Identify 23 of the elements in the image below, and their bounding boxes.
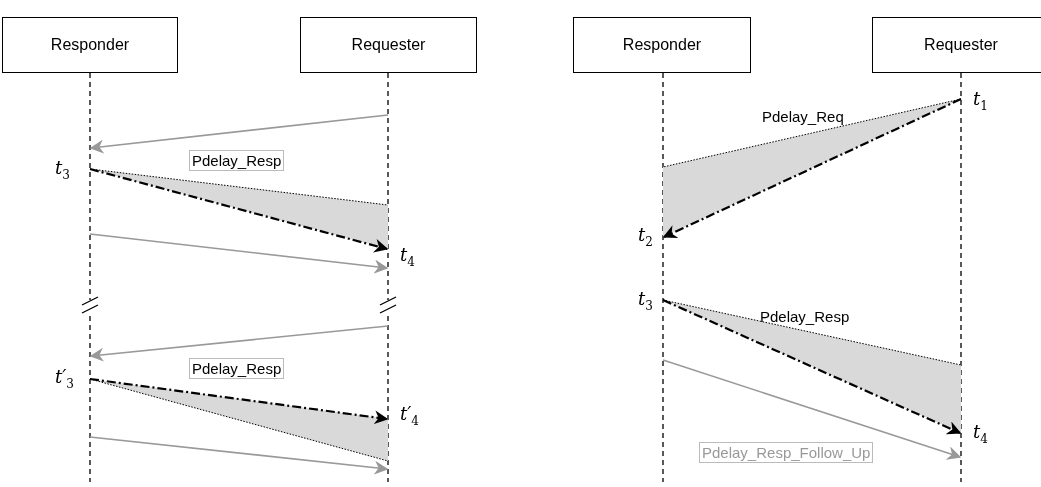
edge-label: Pdelay_Resp	[759, 307, 851, 326]
timestamp-label: t$_{1}$	[973, 88, 988, 113]
arrow	[89, 233, 389, 274]
timestamp-label: t′$_{3}$	[55, 366, 74, 391]
timestamp-label: t$_{3}$	[638, 288, 653, 313]
arrow	[89, 114, 389, 154]
participant-box: Responder	[573, 17, 751, 73]
timestamp-label: t$_{2}$	[638, 224, 653, 249]
edge-label: Pdelay_Resp	[189, 150, 285, 171]
participant-box: Responder	[2, 17, 178, 73]
participant-box: Requester	[872, 17, 1041, 73]
timestamp-label: t$_{4}$	[973, 421, 988, 446]
participant-box: Requester	[300, 17, 477, 73]
arrow	[89, 436, 389, 475]
timestamp-label: t$_{3}$	[55, 157, 70, 182]
edge-label: Pdelay_Resp	[189, 358, 285, 379]
edge-label: Pdelay_Req	[761, 107, 845, 126]
arrow	[89, 377, 389, 425]
timestamp-label: t′$_{4}$	[400, 403, 419, 428]
edge-label: Pdelay_Resp_Follow_Up	[699, 442, 874, 463]
arrow	[89, 325, 389, 362]
arrow	[662, 359, 962, 460]
timestamp-label: t$_{4}$	[400, 244, 415, 269]
